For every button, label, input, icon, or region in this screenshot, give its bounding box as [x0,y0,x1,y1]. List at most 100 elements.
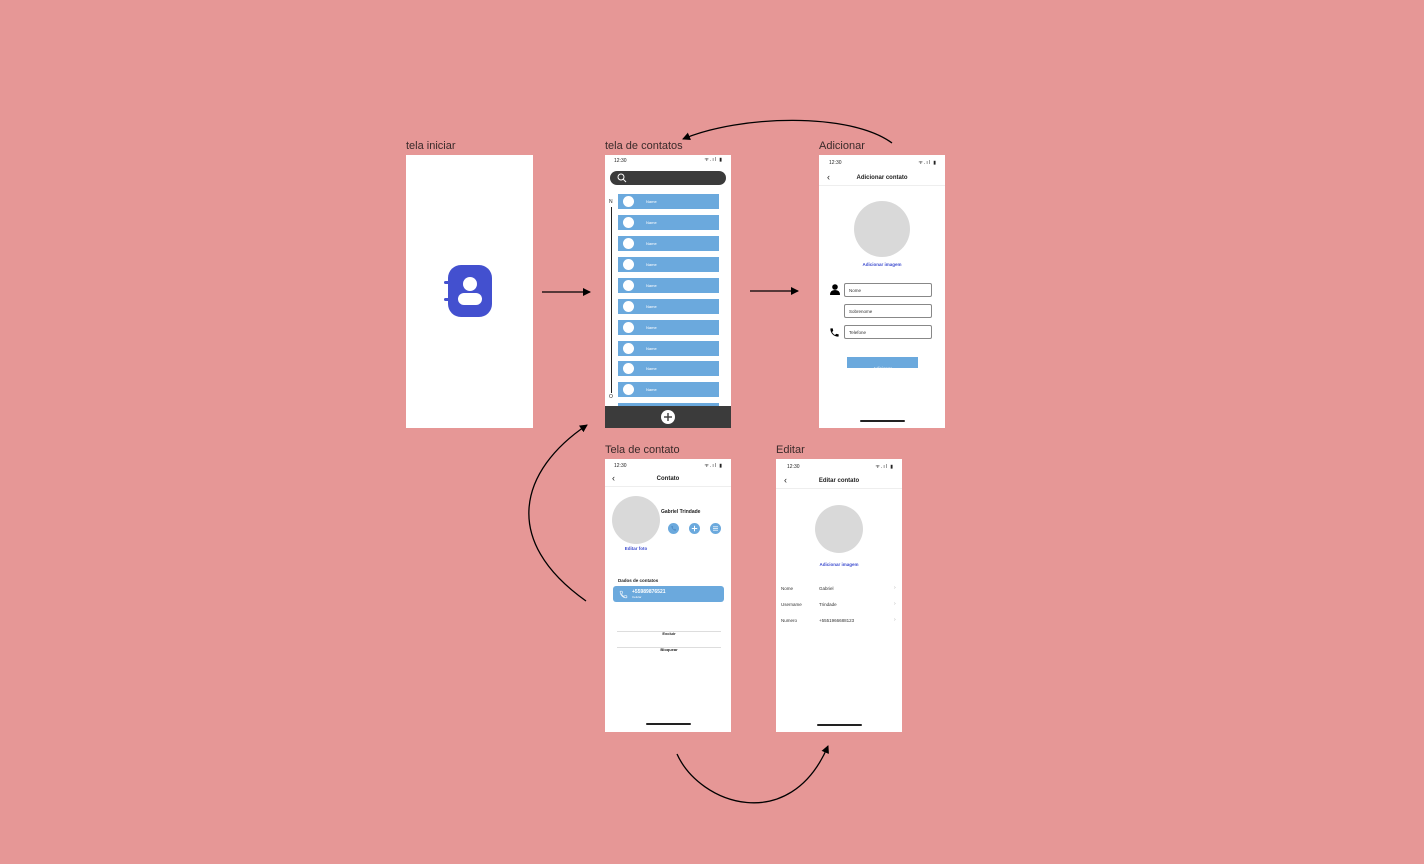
field-row-name[interactable]: Nome Gabriel › [776,585,902,594]
frame-label-contacts: tela de contatos [605,140,683,152]
contact-row-partial [618,403,719,406]
add-image-link[interactable]: Adicionar imagem [862,262,902,267]
contact-name: Name [646,346,657,351]
back-icon[interactable]: ‹ [612,473,615,483]
add-contact-screen: 12:30 ᯤ.ıl ▮ ‹ Adicionar contato Adicion… [819,155,945,428]
frame-label-edit: Editar [776,444,805,456]
phone-icon [619,590,628,598]
arrow-contact-to-edit [676,745,829,804]
header-divider [605,486,731,487]
home-indicator [860,420,905,422]
contact-row[interactable]: Name [618,215,719,230]
contact-avatar [623,196,634,207]
index-scroll-line[interactable] [610,207,612,393]
home-indicator [646,723,691,725]
status-icons: ᯤ.ıl ▮ [704,463,723,469]
back-icon[interactable]: ‹ [827,172,830,182]
contact-full-name: Gabriel Trindade [661,509,701,515]
block-action[interactable]: Bloquear [617,638,721,652]
contact-avatar [612,496,660,544]
contact-row[interactable]: Name [618,341,719,356]
search-icon [617,173,627,183]
header-divider [776,488,902,489]
contact-name: Name [646,366,657,371]
phone-input[interactable]: Telefone [844,325,932,339]
field-label: Numero [781,618,798,623]
contact-row[interactable]: Name [618,236,719,251]
contact-name: Name [646,262,657,267]
status-time: 12:30 [614,463,627,469]
chevron-right-icon: › [894,585,896,591]
contact-avatar [623,343,634,354]
add-button[interactable] [689,523,700,534]
contact-name: Name [646,199,657,204]
contact-avatar [623,384,634,395]
section-title: Dados de contatos [618,578,659,583]
avatar-placeholder [854,201,910,257]
first-name-placeholder: Nome [849,288,862,293]
add-image-link[interactable]: Adicionar imagem [819,562,859,567]
delete-action[interactable]: Excluir [617,622,721,636]
last-name-input[interactable]: Sobrenome [844,304,932,318]
phone-placeholder: Telefone [849,330,867,335]
header-divider [819,185,945,186]
add-contact-button[interactable] [660,409,676,425]
contact-name: Name [646,241,657,246]
contact-avatar [623,301,634,312]
contact-avatar [623,238,634,249]
add-submit-button[interactable]: Adicionar [847,357,918,371]
call-button[interactable] [668,523,679,534]
splash-screen [406,155,533,428]
page-title: Editar contato [818,478,860,484]
index-letter-bottom: O [609,394,613,400]
field-row-username[interactable]: Username Trindade › [776,601,902,610]
contact-detail-screen: 12:30 ᯤ.ıl ▮ ‹ Contato Editar foto Gabri… [605,459,731,732]
contact-row[interactable]: Name [618,299,719,314]
contact-row[interactable]: Name [618,320,719,335]
field-label: Username [781,602,802,607]
first-name-input[interactable]: Nome [844,283,932,297]
status-time: 12:30 [787,464,800,470]
contact-name: Name [646,387,657,392]
contact-name: Name [646,304,657,309]
edit-contact-screen: 12:30 ᯤ.ıl ▮ ‹ Editar contato Adicionar … [776,459,902,732]
phone-number: +55989876521 [632,589,666,595]
search-bar[interactable] [610,171,726,185]
status-icons: ᯤ.ıl ▮ [704,157,723,163]
phone-type: Celular [632,595,642,599]
contact-avatar [623,217,634,228]
avatar-placeholder [815,505,863,553]
frame-label-contact: Tela de contato [605,444,680,456]
person-icon [830,284,840,295]
frame-label-splash: tela iniciar [406,140,456,152]
contact-row[interactable]: Name [618,361,719,376]
phone-card[interactable]: +55989876521 Celular [613,586,724,602]
field-label: Nome [781,586,794,591]
contact-row[interactable]: Name [618,278,719,293]
status-icons: ᯤ.ıl ▮ [875,464,894,470]
contact-row[interactable]: Name [618,382,719,397]
add-submit-label: Adicionar [873,366,892,371]
field-row-number[interactable]: Numero +5551966688123 › [776,617,902,626]
contact-avatar [623,259,634,270]
arrow-contact-to-contacts [528,424,588,602]
phone-icon [830,328,839,337]
field-value: Gabriel [819,586,834,591]
menu-button[interactable] [710,523,721,534]
field-value: Trindade [819,602,837,607]
contact-row[interactable]: Name [618,194,719,209]
arrow-add-to-contacts [682,119,893,144]
contact-avatar [623,280,634,291]
edit-photo-link[interactable]: Editar foto [624,546,648,551]
block-label: Bloquear [660,647,678,652]
back-icon[interactable]: ‹ [784,475,787,485]
contact-row[interactable]: Name [618,257,719,272]
contact-avatar [623,363,634,374]
page-title: Adicionar contato [856,175,908,181]
status-time: 12:30 [614,158,627,164]
delete-label: Excluir [662,631,676,636]
home-indicator [817,724,862,726]
chevron-right-icon: › [894,617,896,623]
chevron-right-icon: › [894,601,896,607]
